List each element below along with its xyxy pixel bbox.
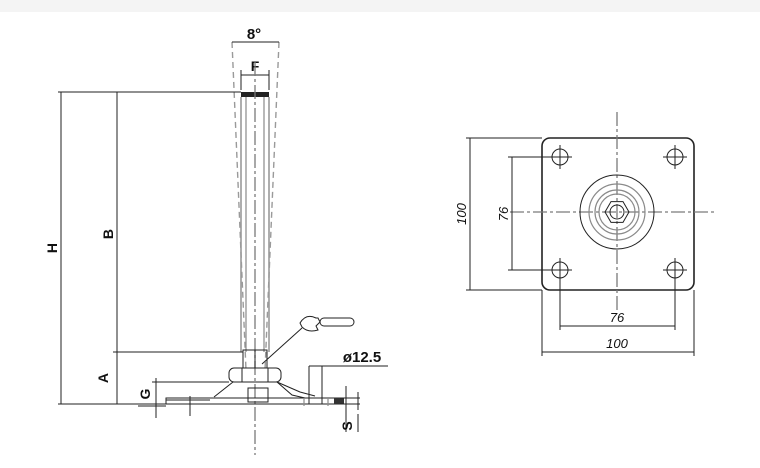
cone-left bbox=[231, 41, 247, 371]
mounting-hole bbox=[663, 258, 687, 282]
height-outer-label: 100 bbox=[454, 202, 469, 224]
width-inner-label: 76 bbox=[610, 310, 625, 325]
base-boss bbox=[247, 387, 269, 403]
diameter-label: ø12.5 bbox=[343, 349, 381, 366]
rod-section bbox=[609, 204, 625, 220]
base-plate bbox=[165, 397, 343, 405]
s-label: S bbox=[339, 421, 355, 430]
wrench-leader bbox=[261, 327, 303, 365]
base-upper bbox=[213, 381, 306, 399]
hex-nut bbox=[604, 201, 630, 223]
a-label: A bbox=[95, 373, 111, 383]
boss-ring bbox=[588, 183, 646, 241]
cone-right bbox=[264, 41, 280, 371]
h-label: H bbox=[44, 243, 60, 253]
side-view: 8° F bbox=[44, 26, 388, 455]
b-label: B bbox=[100, 229, 116, 239]
top-bar bbox=[0, 0, 760, 12]
top-view: 100 76 76 100 bbox=[454, 112, 714, 356]
g-label: G bbox=[137, 388, 153, 399]
mounting-hole bbox=[663, 145, 687, 169]
boss-outer bbox=[579, 174, 655, 250]
width-outer-label: 100 bbox=[606, 336, 628, 351]
base-plate-top bbox=[541, 137, 695, 291]
height-inner-label: 76 bbox=[496, 206, 511, 221]
wrench-icon bbox=[299, 315, 321, 332]
angle-label: 8° bbox=[247, 26, 261, 43]
